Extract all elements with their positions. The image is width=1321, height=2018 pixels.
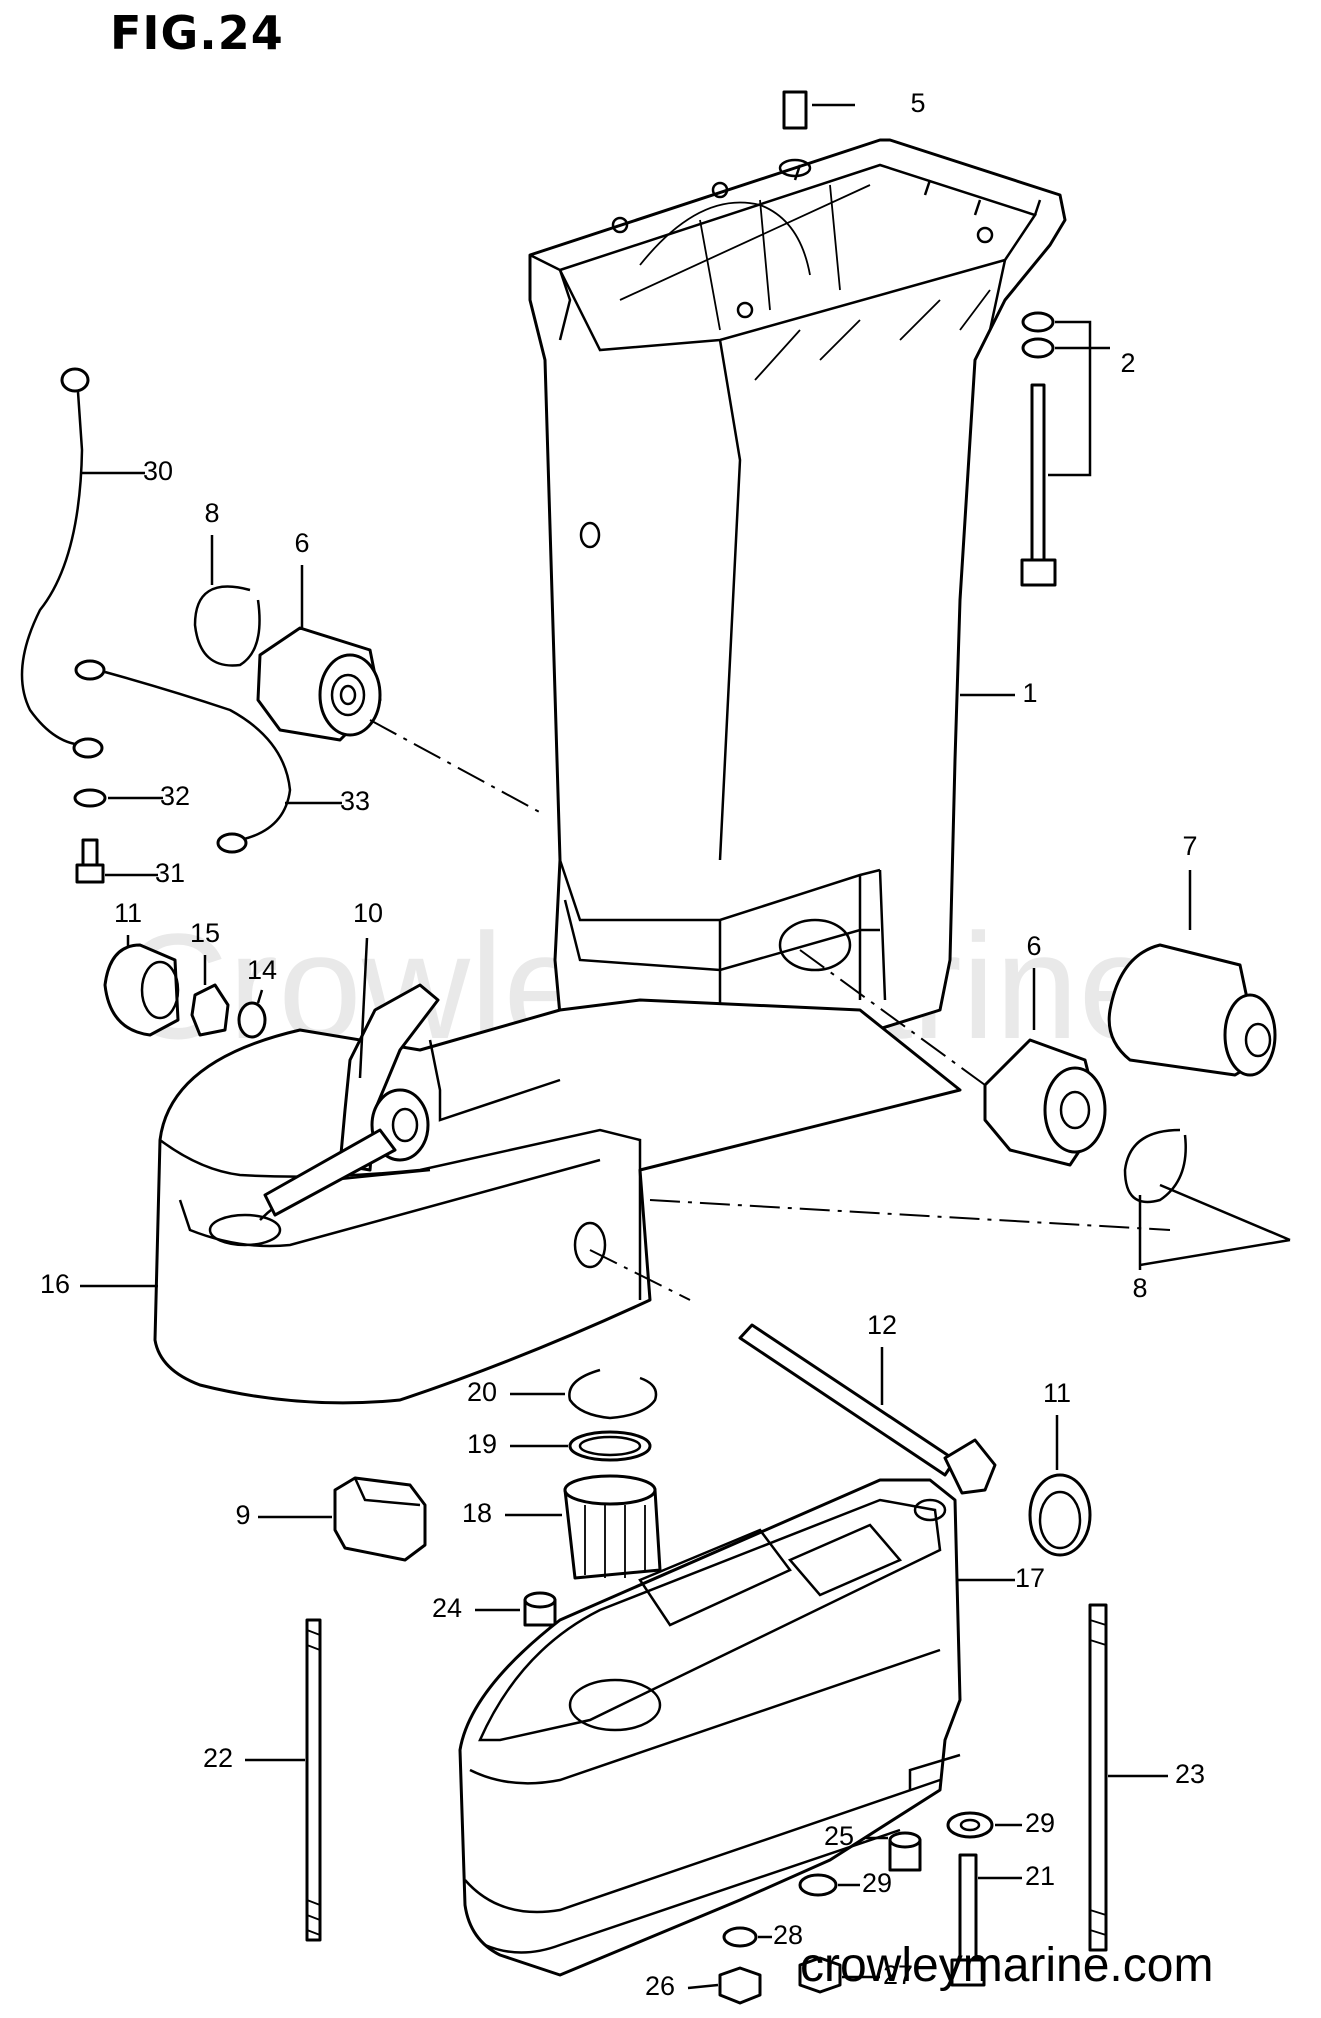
part-18-bushing	[563, 1474, 662, 1580]
callout-c28: 28	[773, 1920, 803, 1950]
part-29-washer-lower	[798, 1873, 838, 1897]
part-10-lever	[263, 983, 440, 1217]
figure-title: FIG.24	[110, 6, 284, 60]
callout-c14: 14	[247, 955, 277, 985]
part-7-mount-sleeve	[1107, 943, 1277, 1077]
part-33-ground-lead	[74, 659, 292, 854]
callout-c29b: 29	[862, 1868, 892, 1898]
callout-c7: 7	[1182, 831, 1197, 861]
callout-c21: 21	[1025, 1861, 1055, 1891]
leader-lines	[80, 103, 1291, 1990]
part-21-bolt	[950, 1853, 986, 1987]
part-5-dowel-pin	[778, 90, 812, 178]
part-11-grommet-lower	[1028, 1473, 1092, 1557]
callout-c2: 2	[1120, 348, 1135, 378]
part-25-collar	[888, 1831, 922, 1872]
part-26-nut	[718, 1966, 762, 2005]
part-20-circlip	[568, 1368, 658, 1420]
part-23-stud	[1088, 1603, 1108, 1952]
callout-c17: 17	[1015, 1563, 1045, 1593]
part-9-rubber-block	[333, 1476, 427, 1562]
part-27-nut	[798, 1956, 842, 1994]
part-6-mount-rubber-lower	[983, 1038, 1107, 1167]
callout-c29a: 29	[1025, 1808, 1055, 1838]
callout-c11b: 11	[1043, 1378, 1071, 1408]
part-31-screw	[75, 838, 105, 884]
part-30-ground-lead	[20, 367, 104, 759]
callout-c11a: 11	[114, 898, 142, 928]
part-8-circlip-lower	[1123, 1128, 1187, 1204]
callout-c33: 33	[340, 786, 370, 816]
callout-c6b: 6	[1026, 931, 1041, 961]
callout-c23: 23	[1175, 1759, 1205, 1789]
callout-c9: 9	[235, 1500, 250, 1530]
part-11-grommet-upper	[103, 943, 180, 1037]
callout-c19: 19	[467, 1429, 497, 1459]
callout-c31: 31	[155, 858, 185, 888]
site-name: crowleymarine.com	[800, 1939, 1214, 1992]
part-6-mount-rubber-upper	[256, 626, 382, 742]
callout-c15: 15	[190, 918, 220, 948]
callout-c5: 5	[910, 88, 925, 118]
callout-c26: 26	[645, 1971, 675, 2001]
part-8-circlip-upper	[193, 585, 261, 667]
callout-c16: 16	[40, 1269, 70, 1299]
part-28-washer	[722, 1926, 758, 1948]
part-14-washer	[237, 1001, 267, 1039]
part-1-driveshaft-housing	[528, 138, 1067, 1092]
part-15-nut	[190, 983, 230, 1037]
callout-c32: 32	[160, 781, 190, 811]
part-2-bolt-washer	[1020, 311, 1057, 587]
part-32-washer	[73, 788, 107, 808]
part-19-ring	[568, 1430, 652, 1462]
callout-c30: 30	[143, 456, 173, 486]
callout-c10: 10	[353, 898, 383, 928]
part-29-washer	[946, 1811, 994, 1839]
part-24-dowel	[523, 1591, 557, 1627]
part-22-stud	[305, 1618, 322, 1942]
callout-c6a: 6	[294, 528, 309, 558]
callout-c27: 27	[883, 1960, 913, 1990]
callout-c18: 18	[462, 1498, 492, 1528]
callout-c8b: 8	[1132, 1273, 1147, 1303]
callout-c24: 24	[432, 1593, 462, 1623]
callout-c1: 1	[1022, 678, 1037, 708]
callout-c22: 22	[203, 1743, 233, 1773]
part-12-long-bolt	[738, 1323, 997, 1495]
callout-c8a: 8	[204, 498, 219, 528]
callout-labels: 1256678891011111214151617181920212223242…	[40, 88, 1205, 2001]
callout-c25: 25	[824, 1821, 854, 1851]
callout-c12: 12	[867, 1310, 897, 1340]
part-17-lower-adapter	[458, 1478, 962, 1977]
callout-c20: 20	[467, 1377, 497, 1407]
